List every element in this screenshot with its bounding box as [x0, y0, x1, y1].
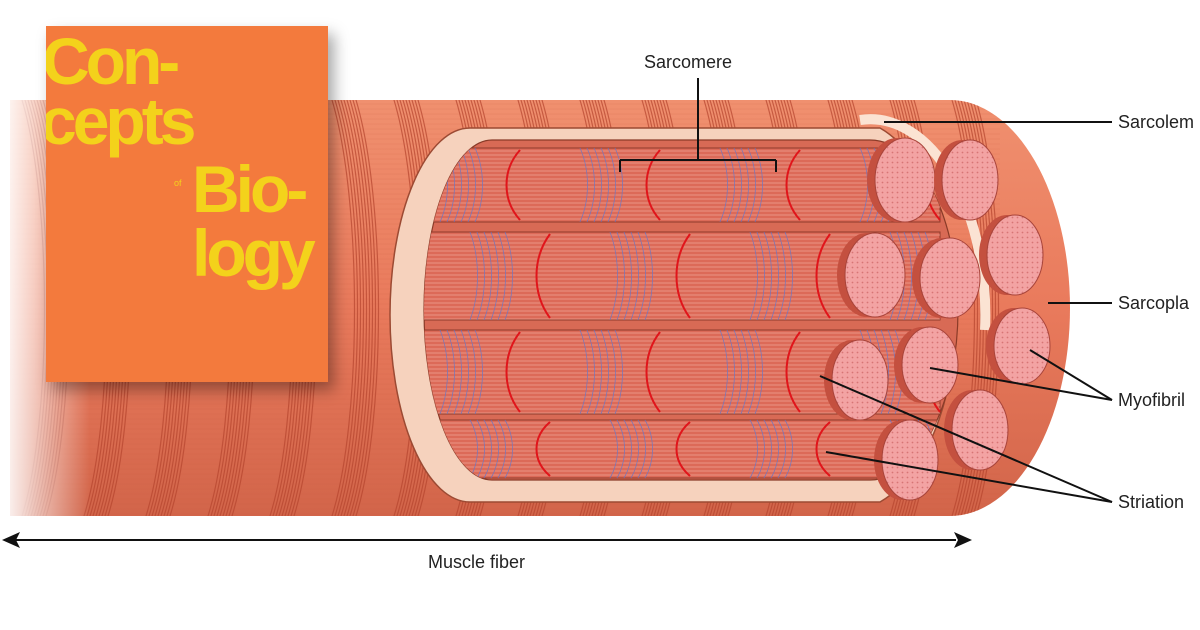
z-line — [505, 331, 521, 413]
label-sarcoplasm: Sarcopla — [1118, 293, 1190, 313]
a-band — [749, 231, 793, 321]
a-band — [609, 231, 653, 321]
z-line — [815, 421, 831, 477]
myofibril-end — [894, 326, 959, 404]
a-band — [469, 419, 513, 479]
label-muscle-fiber: Muscle fiber — [428, 552, 526, 572]
a-band — [439, 329, 483, 415]
myofibril-end — [867, 137, 936, 223]
z-line — [505, 149, 521, 221]
myofibril-end — [986, 307, 1051, 385]
a-band — [719, 147, 763, 223]
a-band — [579, 329, 623, 415]
a-band — [579, 147, 623, 223]
a-band — [609, 419, 653, 479]
z-line — [675, 233, 691, 319]
book-cover-background — [46, 26, 328, 382]
book-cover-line1: Con- — [46, 26, 180, 98]
myofibril-end — [912, 237, 981, 319]
label-striations: Striation — [1118, 492, 1185, 512]
fiber-band — [331, 100, 380, 516]
book-cover-line3: Bio- — [192, 152, 308, 226]
book-cover-line2: cepts — [46, 84, 196, 158]
sarcomere-bracket — [619, 78, 777, 172]
a-band — [719, 329, 763, 415]
myofibril-end — [824, 339, 889, 421]
a-band — [469, 231, 513, 321]
label-myofibrils: Myofibril — [1118, 390, 1186, 410]
myofibril-leader-b — [929, 367, 1113, 401]
muscle-fiber-arrow — [2, 532, 972, 548]
z-line — [535, 233, 551, 319]
a-band — [749, 419, 793, 479]
striation-leader-b — [825, 451, 1113, 503]
z-line — [785, 149, 801, 221]
book-cover: Con- cepts of Bio- logy — [46, 26, 328, 382]
label-sarcolemma: Sarcolem — [1118, 112, 1195, 132]
z-line — [785, 331, 801, 413]
myofibril-end — [934, 139, 999, 221]
book-cover-of: of — [174, 178, 182, 188]
z-line — [815, 233, 831, 319]
z-line — [645, 149, 661, 221]
z-line — [675, 421, 691, 477]
fiber-interior — [423, 137, 1051, 501]
myofibril-end — [837, 232, 906, 318]
leader-lines — [819, 121, 1113, 503]
label-sarcomere: Sarcomere — [644, 52, 733, 72]
z-line — [535, 421, 551, 477]
myofibril-end — [944, 389, 1009, 471]
book-cover-line4: logy — [192, 216, 316, 290]
striation-leader-a — [819, 375, 1113, 503]
myofibril-leader-a — [1029, 349, 1113, 401]
myofibril-end — [874, 419, 939, 501]
myofibril-end — [979, 214, 1044, 296]
myofibril — [424, 419, 958, 479]
z-line — [645, 331, 661, 413]
